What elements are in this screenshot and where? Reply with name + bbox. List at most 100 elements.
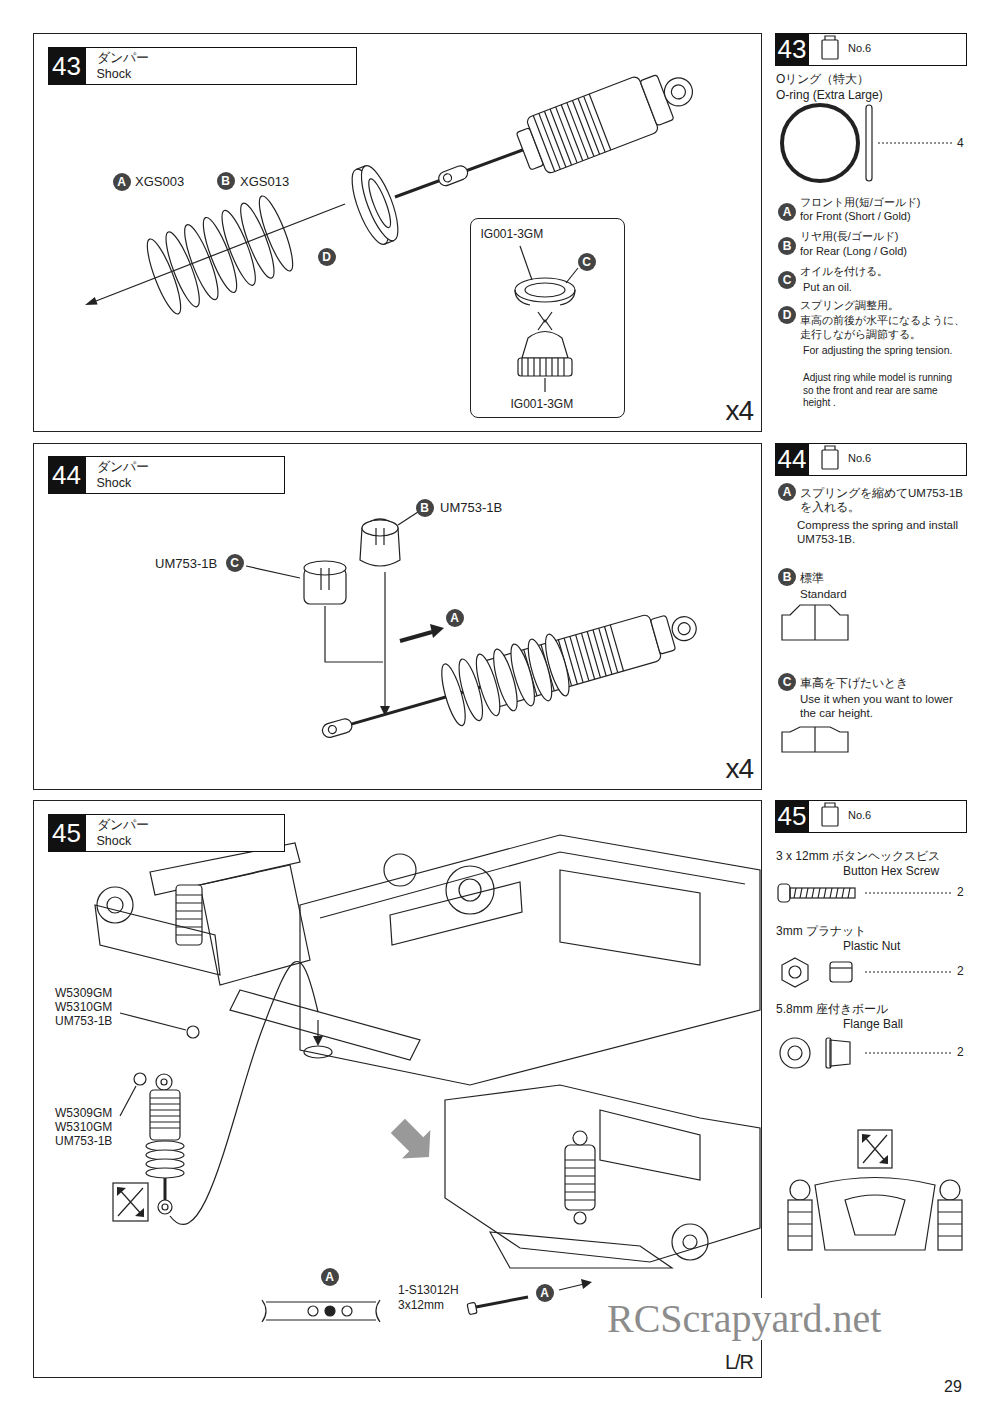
note-text: Standard <box>800 587 847 601</box>
part-name: O-ring (Extra Large) <box>776 88 883 103</box>
shock-assembly-view <box>246 512 705 763</box>
callout-letter: B <box>416 499 434 517</box>
part-number: UM753-1B <box>155 556 217 572</box>
chassis-closeup <box>445 1085 760 1268</box>
bag-number: No.6 <box>848 809 871 821</box>
note-text: for Front (Short / Gold) <box>800 210 911 224</box>
quantity: 4 <box>957 136 964 151</box>
note-text: 車高の前後が水平になるように、走行しながら調節する。 <box>800 314 965 342</box>
watermark: RCScrapyard.net <box>605 1298 883 1340</box>
callout-letter: B <box>778 568 796 586</box>
part-number: UM753-1B <box>55 1134 112 1149</box>
part-number: XGS013 <box>240 174 289 190</box>
part-number: W5309GM <box>55 986 112 1001</box>
step-parts-header: 45 No.6 <box>775 800 967 833</box>
callout-letter: C <box>778 271 796 289</box>
step-parts-header: 43No.6 <box>775 33 967 66</box>
callout-letter-text: B <box>416 499 434 517</box>
hardware-symbols <box>778 884 952 1068</box>
callout-letter-text: C <box>578 253 596 271</box>
dimension: 3x12mm <box>398 1298 444 1313</box>
note-text: For adjusting the spring tension. <box>803 344 965 357</box>
callout-letter: D <box>778 306 796 324</box>
callout-letter: A <box>446 609 464 627</box>
note-text: for Rear (Long / Gold) <box>800 245 907 259</box>
step-count: x4 <box>725 754 753 785</box>
step-number: 44 <box>48 456 86 494</box>
screw-insert <box>467 1279 592 1315</box>
note-text: Compress the spring and install UM753-1B… <box>797 518 967 547</box>
part-name: Flange Ball <box>843 1017 903 1032</box>
part-number: W5310GM <box>55 1120 112 1135</box>
shock-mounting-detail <box>113 961 443 1224</box>
callout-letter: A <box>113 173 131 191</box>
step-number: 45 <box>48 814 86 852</box>
note-text: Adjust ring while model is running so th… <box>803 372 965 410</box>
note-text: Put an oil. <box>803 281 852 295</box>
callout-letter-text: A <box>778 203 796 221</box>
quantity: 2 <box>957 1045 964 1060</box>
part-name: 3mm プラナット <box>776 924 866 939</box>
quantity: 2 <box>957 964 964 979</box>
bag-number: No.6 <box>848 452 871 464</box>
note-text: オイルを付ける。 <box>800 265 888 279</box>
detail-inset: IG001-3GMIG001-3GMC <box>470 218 625 418</box>
step-parts-header: 44 No.6 <box>775 443 967 476</box>
step-number: 44 <box>775 443 809 476</box>
step-number: 45 <box>775 800 809 833</box>
part-name: 3 x 12mm ボタンヘックスビス <box>776 849 940 864</box>
callout-letter-text: A <box>778 483 796 501</box>
step-panel: L/R 45 ダンパーShockA A <box>33 800 762 1378</box>
note-text: 車高を下げたいとき <box>800 676 908 690</box>
note-text: リヤ用(長/ゴールド) <box>800 230 898 244</box>
callout-letter-text: A <box>446 609 464 627</box>
adjuster-ring-detail <box>515 246 578 392</box>
callout-letter: C <box>226 554 244 572</box>
callout-letter-text: A <box>321 1268 339 1286</box>
part-name: 5.8mm 座付きボール <box>776 1002 888 1017</box>
step-title-text: ダンパーShock <box>97 459 149 491</box>
callout-letter-text: D <box>318 248 336 266</box>
callout-letter: D <box>318 248 336 266</box>
callout-letter: A <box>536 1284 554 1302</box>
callout-letter-text: D <box>778 306 796 324</box>
callout-letter: C <box>578 253 596 271</box>
shock-mount-top-view <box>788 1130 962 1250</box>
callout-letter: A <box>778 203 796 221</box>
step-number: 43 <box>775 33 809 66</box>
part-number: 1-S13012H <box>398 1283 459 1298</box>
part-number: UM753-1B <box>55 1014 112 1029</box>
step-title: ダンパー <box>97 50 149 66</box>
step-title-box: 43ダンパーShock <box>48 47 357 85</box>
hole-position-diagram <box>262 1300 380 1322</box>
step-title-box: 45 ダンパーShock <box>48 814 285 852</box>
step-count: L/R <box>725 1351 753 1373</box>
callout-letter-text: B <box>217 172 235 190</box>
step-title: ダンパー <box>97 817 149 833</box>
shock-exploded-view <box>85 59 702 317</box>
step-count: x4 <box>725 396 753 427</box>
callout-letter-text: B <box>778 237 796 255</box>
note-text: 標準 <box>800 571 824 585</box>
note-text: スプリングを縮めてUM753-1Bを入れる。 <box>800 486 965 515</box>
part-number: IG001-3GM <box>511 397 574 411</box>
part-number: W5310GM <box>55 1000 112 1015</box>
note-text: スプリング調整用。 <box>800 299 899 313</box>
note-text: フロント用(短/ゴールド) <box>800 196 920 210</box>
step-title: ダンパー <box>97 459 149 475</box>
step-title: Shock <box>97 833 149 849</box>
callout-letter: A <box>321 1268 339 1286</box>
part-number: UM753-1B <box>440 500 502 516</box>
callout-letter-text: C <box>778 271 796 289</box>
step-number: 43 <box>48 47 86 85</box>
callout-letter-text: A <box>536 1284 554 1302</box>
callout-letter-text: C <box>778 673 796 691</box>
callout-letter: C <box>778 673 796 691</box>
part-name: Oリング（特大） <box>776 72 869 87</box>
chassis-overview <box>95 835 760 1085</box>
quantity: 2 <box>957 885 964 900</box>
part-number: W5309GM <box>55 1106 112 1121</box>
callout-letter: B <box>778 237 796 255</box>
step-title: Shock <box>97 475 149 491</box>
step-title-box: 44 ダンパーShock <box>48 456 285 494</box>
